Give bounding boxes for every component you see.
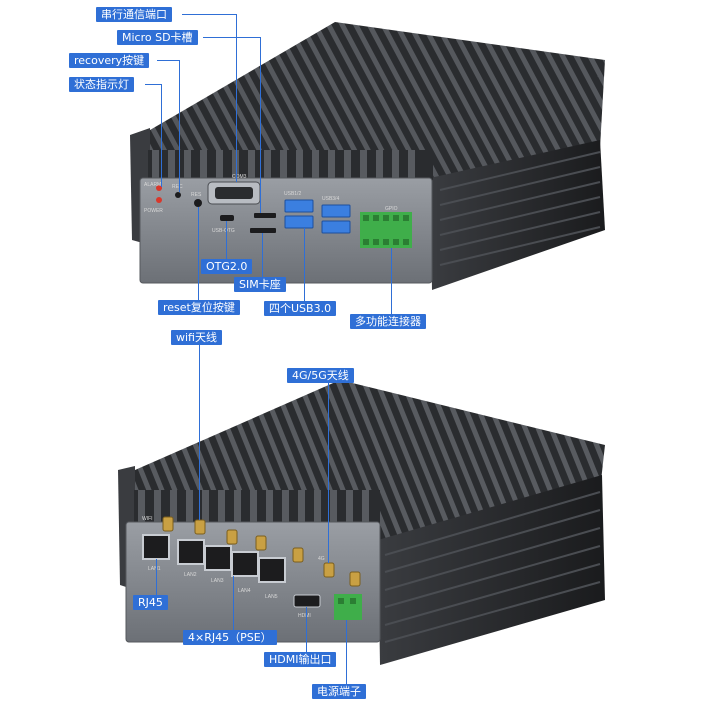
callout-reset-button: reset复位按键 <box>158 300 240 315</box>
lan2-text: LAN2 <box>184 572 197 578</box>
chassis-side <box>430 140 605 290</box>
callout-recovery-button: recovery按键 <box>69 53 150 68</box>
reset-button-hole[interactable] <box>194 199 202 207</box>
power-terminal-block[interactable] <box>334 594 362 620</box>
rj45-pse-port-1[interactable] <box>177 539 205 565</box>
power-led <box>156 197 162 203</box>
callout-serial-port: 串行通信端口 <box>96 7 172 22</box>
usb34-text: USB3/4 <box>322 196 339 202</box>
callout-power-terminal: 电源端子 <box>312 684 366 699</box>
usb-port-4[interactable] <box>321 220 351 234</box>
rear-unit: WIFI 4G LAN1 LAN2 LAN3 LAN4 LAN5 HDMI <box>118 380 605 665</box>
hdmi-port[interactable] <box>293 594 321 608</box>
rj45-pse-port-2[interactable] <box>204 545 232 571</box>
callout-otg: OTG2.0 <box>201 259 253 274</box>
usb12-text: USB1/2 <box>284 191 301 197</box>
callout-sim: SIM卡座 <box>234 277 286 292</box>
rj45-pse-port-4[interactable] <box>258 557 286 583</box>
alarm-led <box>156 185 162 191</box>
alarm-text: ALARM <box>144 182 161 188</box>
callout-lte-antenna: 4G/5G天线 <box>287 368 354 383</box>
front-unit: ALARM POWER REC RES COM3 USB-OTG USB1/2 … <box>130 22 605 290</box>
chassis-side-rear <box>378 475 605 665</box>
otg-port[interactable] <box>220 215 234 221</box>
rj45-port[interactable] <box>142 534 170 560</box>
4g-text: 4G <box>318 556 325 562</box>
rj45-pse-port-3[interactable] <box>231 551 259 577</box>
usb-port-3[interactable] <box>321 204 351 218</box>
rec-text: REC <box>172 184 183 190</box>
callout-hdmi-out: HDMI输出口 <box>264 652 337 667</box>
recovery-button-hole[interactable] <box>175 192 181 198</box>
lan5-text: LAN5 <box>265 594 278 600</box>
res-text: RES <box>191 192 202 198</box>
gpio-terminal-block[interactable] <box>360 212 412 248</box>
callout-rj45: RJ45 <box>133 595 168 610</box>
callout-micro-sd: Micro SD卡槽 <box>117 30 198 45</box>
hdmi-text: HDMI <box>298 613 311 619</box>
callout-multi-connector: 多功能连接器 <box>350 314 426 329</box>
power-text: POWER <box>144 208 163 214</box>
wifi-text: WIFI <box>142 516 153 522</box>
usb-port-2[interactable] <box>284 215 314 229</box>
callout-rj45-pse: 4×RJ45（PSE） <box>183 630 277 645</box>
usb-otg-text: USB-OTG <box>212 228 235 234</box>
com-text: COM3 <box>232 174 247 180</box>
micro-sd-slot[interactable] <box>254 213 276 218</box>
callout-wifi-antenna: wifi天线 <box>171 330 222 345</box>
lan3-text: LAN3 <box>211 578 224 584</box>
antenna-connectors <box>162 516 361 587</box>
usb-port-1[interactable] <box>284 199 314 213</box>
callout-usb30: 四个USB3.0 <box>264 301 337 316</box>
heatsink-top <box>150 22 605 190</box>
gpio-text: GPIO <box>385 206 398 212</box>
sim-slot[interactable] <box>250 228 276 233</box>
lan1-text: LAN1 <box>148 566 161 572</box>
lan4-text: LAN4 <box>238 588 251 594</box>
callout-status-led: 状态指示灯 <box>69 77 134 92</box>
